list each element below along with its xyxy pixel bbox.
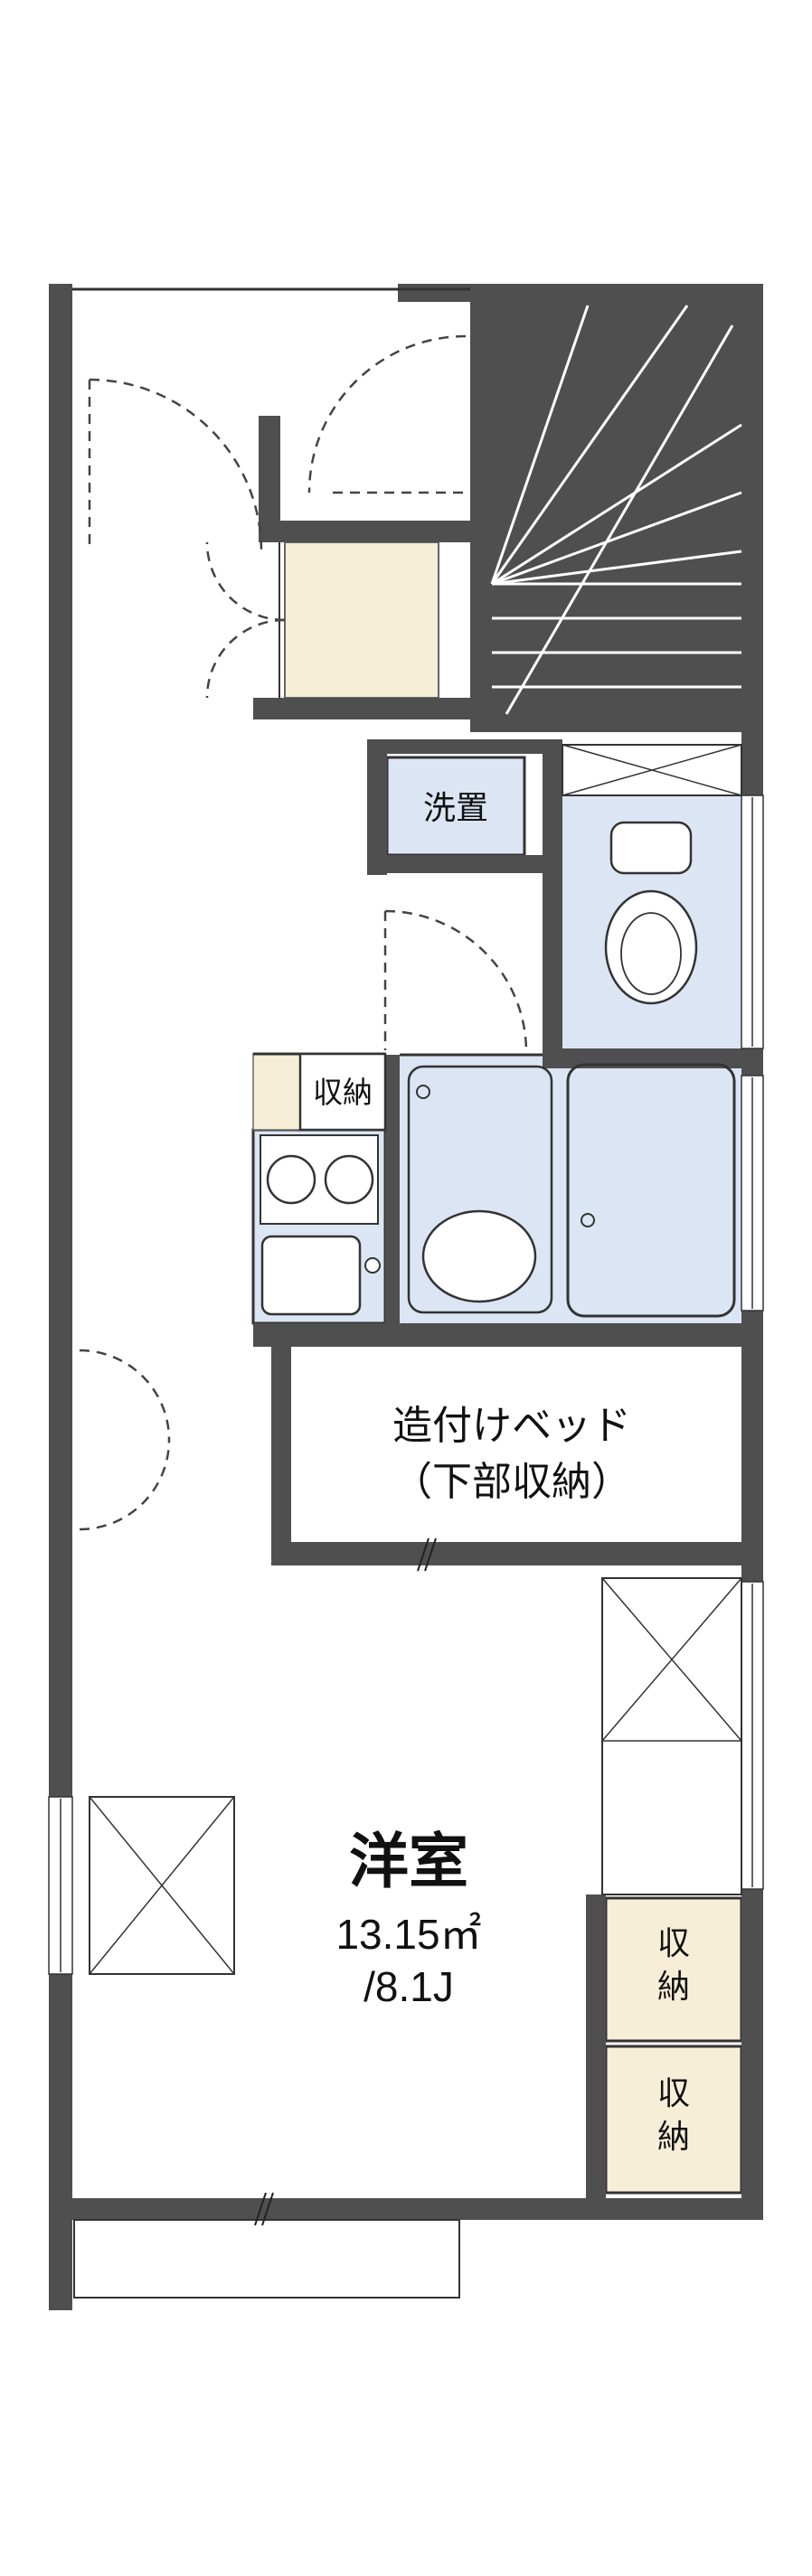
wall-entry-vertical bbox=[259, 416, 280, 542]
storage-lower-char2: 納 bbox=[657, 2118, 690, 2155]
door-swings bbox=[79, 334, 528, 1531]
window-right-toilet bbox=[741, 794, 764, 1049]
bed-label-line1: 造付けベッド bbox=[392, 1404, 631, 1448]
crossed-square bbox=[89, 1796, 235, 1975]
bed-label-line2: （下部収納） bbox=[392, 1460, 631, 1504]
wall-toilet-left bbox=[543, 739, 562, 1068]
wall-break-marks bbox=[254, 1537, 437, 2226]
wall-above-genkan bbox=[280, 521, 472, 542]
storage-box-upper bbox=[604, 1896, 743, 2043]
storage-upper-char2: 納 bbox=[657, 1968, 690, 2005]
wall-left-lower bbox=[49, 1974, 72, 2310]
kitchen-storage-label: 収納 bbox=[313, 1076, 373, 1109]
room-area-sqm: 13.15㎡ bbox=[335, 1911, 481, 1958]
fixtures bbox=[260, 744, 742, 1318]
outline-features bbox=[73, 1052, 742, 2299]
kitchen-storage-box bbox=[298, 1052, 387, 1132]
washroom-door-arc bbox=[384, 909, 528, 1053]
wall-storage-left bbox=[586, 1894, 606, 2198]
entry-door-arc-2 bbox=[307, 334, 467, 494]
kitchen-side-strip bbox=[252, 1053, 301, 1131]
stove-icon bbox=[260, 1134, 379, 1225]
storage-lower-char1: 収 bbox=[657, 2074, 690, 2111]
crossed-cabinet bbox=[601, 1577, 742, 1895]
entry-door-arc bbox=[89, 378, 263, 552]
window-left bbox=[48, 1796, 73, 1975]
window-right-bath bbox=[741, 1075, 764, 1312]
toilet-icon bbox=[604, 821, 698, 1005]
genkan-closet-arc-bottom bbox=[205, 618, 286, 699]
wall-right-4 bbox=[741, 1889, 763, 2220]
wall-bed-bottom bbox=[271, 1542, 741, 1565]
bath-washroom-icon bbox=[407, 1065, 553, 1314]
wall-laundry-left bbox=[367, 739, 387, 875]
staircase-steps bbox=[490, 305, 742, 715]
sink-icon bbox=[260, 1235, 381, 1316]
room-name-label: 洋室 bbox=[349, 1828, 468, 1894]
genkan-entrance-floor bbox=[284, 541, 439, 699]
wall-laundry-bottom bbox=[387, 855, 546, 873]
wall-below-genkan bbox=[253, 698, 479, 719]
labels: 洗置 収納 造付けベッド （下部収納） 洋室 13.15㎡ /8.1J 収 納 … bbox=[313, 789, 690, 2155]
genkan-closet-arc-top bbox=[205, 541, 286, 622]
staircase-block bbox=[470, 284, 763, 732]
left-closet-arc-bottom bbox=[79, 1439, 171, 1531]
wall-top-stub bbox=[398, 284, 470, 302]
wall-bed-left bbox=[271, 1347, 291, 1565]
bathtub-icon bbox=[566, 1063, 736, 1318]
veranda bbox=[73, 2219, 460, 2299]
wall-bath-left bbox=[385, 1055, 400, 1325]
wall-bottom bbox=[49, 2198, 763, 2220]
toilet-shelf bbox=[562, 744, 742, 796]
room-area-tatami: /8.1J bbox=[364, 1963, 454, 2010]
wall-laundry-top bbox=[367, 739, 562, 754]
wall-right-3 bbox=[741, 1311, 763, 1582]
wall-left-upper bbox=[49, 284, 72, 1797]
window-right-room bbox=[741, 1581, 764, 1890]
laundry-label: 洗置 bbox=[423, 789, 488, 826]
storage-box-lower bbox=[604, 2045, 743, 2195]
left-closet-arc-top bbox=[79, 1349, 171, 1441]
stair-direction-line bbox=[505, 324, 734, 715]
wall-bed-top bbox=[253, 1323, 747, 1347]
storage-upper-char1: 収 bbox=[657, 1924, 690, 1961]
